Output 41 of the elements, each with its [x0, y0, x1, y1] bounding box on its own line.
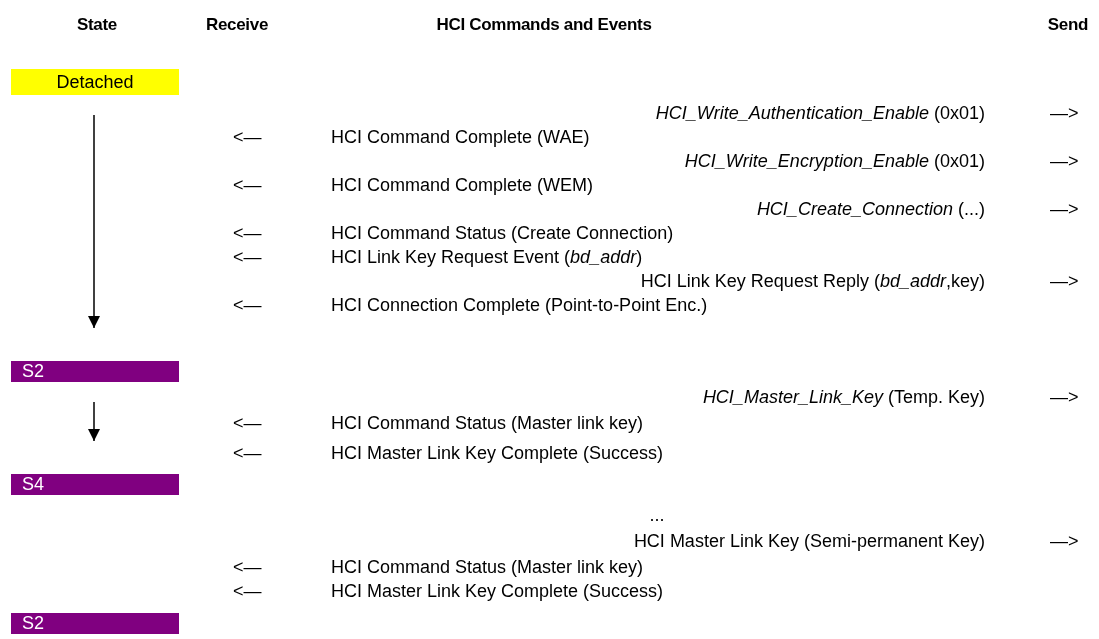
message-text: HCI Command Complete (WEM)	[331, 174, 594, 196]
receive-arrow-glyph: <—	[233, 246, 262, 268]
message-text: HCI Command Complete (WAE)	[331, 126, 590, 148]
send-arrow-glyph: —>	[1050, 386, 1079, 408]
receive-arrow-glyph: <—	[233, 580, 262, 602]
send-arrow-glyph: —>	[1050, 150, 1079, 172]
receive-arrow-glyph: <—	[233, 556, 262, 578]
receive-arrow-glyph: <—	[233, 174, 262, 196]
message-text: HCI Command Status (Master link key)	[331, 412, 644, 434]
receive-arrow-glyph: <—	[233, 222, 262, 244]
state-box: Detached	[11, 69, 179, 95]
column-header: Send	[1047, 14, 1089, 36]
send-arrow-glyph: —>	[1050, 530, 1079, 552]
column-header: HCI Commands and Events	[436, 14, 652, 36]
state-box: S2	[11, 361, 179, 382]
ellipsis-text: ...	[649, 504, 665, 526]
send-arrow-glyph: —>	[1050, 270, 1079, 292]
message-text: HCI_Create_Connection (...)	[756, 198, 985, 220]
message-text: HCI Link Key Request Event (bd_addr)	[331, 246, 643, 268]
receive-arrow-glyph: <—	[233, 442, 262, 464]
message-text: HCI Master Link Key Complete (Success)	[331, 580, 664, 602]
message-text: HCI Master Link Key Complete (Success)	[331, 442, 664, 464]
message-text: HCI Link Key Request Reply (bd_addr,key)	[640, 270, 985, 292]
message-text: HCI_Write_Authentication_Enable (0x01)	[655, 102, 985, 124]
message-text: HCI Connection Complete (Point-to-Point Enc.)	[331, 294, 708, 316]
column-header: Receive	[205, 14, 269, 36]
arrow	[88, 401, 100, 442]
send-arrow-glyph: —>	[1050, 102, 1079, 124]
message-text: HCI Command Status (Master link key)	[331, 556, 644, 578]
send-arrow-glyph: —>	[1050, 198, 1079, 220]
state-box: S2	[11, 613, 179, 634]
message-text: HCI Master Link Key (Semi-permanent Key)	[633, 530, 985, 552]
message-text: HCI Command Status (Create Connection)	[331, 222, 674, 244]
receive-arrow-glyph: <—	[233, 126, 262, 148]
receive-arrow-glyph: <—	[233, 294, 262, 316]
receive-arrow-glyph: <—	[233, 412, 262, 434]
message-text: HCI_Write_Encryption_Enable (0x01)	[684, 150, 985, 172]
arrow	[88, 114, 100, 329]
column-header: State	[76, 14, 118, 36]
message-text: HCI_Master_Link_Key (Temp. Key)	[702, 386, 985, 408]
state-box: S4	[11, 474, 179, 495]
